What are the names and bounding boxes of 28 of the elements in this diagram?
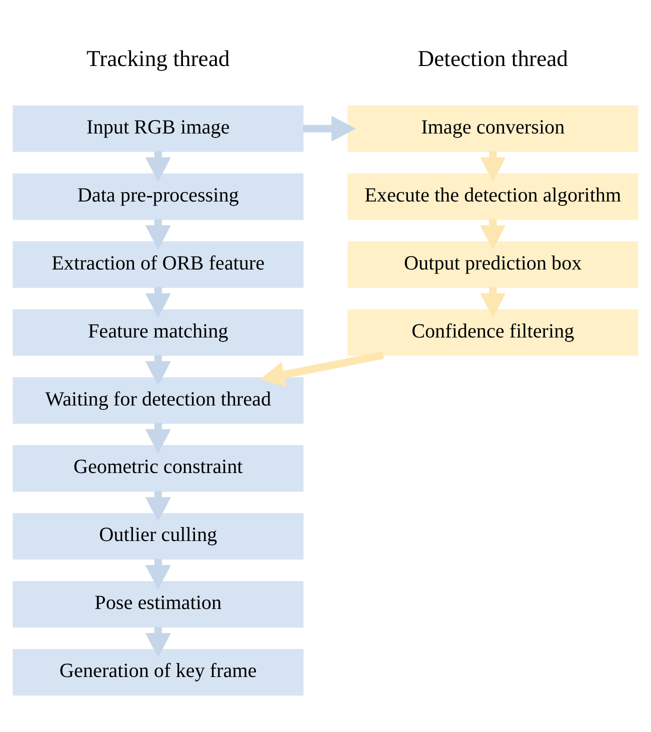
node-box: Pose estimation [12,580,304,628]
node-box: Geometric constraint [12,444,304,492]
arrow [145,422,171,454]
arrow [145,626,171,657]
node-box: Outlier culling [12,512,304,560]
node-box: Input RGB image [12,104,304,152]
node-box: Output prediction box [348,240,638,288]
arrow [480,286,506,318]
arrow [480,150,506,182]
arrow [302,115,356,141]
node-box: Extraction of ORB feature [12,240,304,288]
node-box: Execute the detection algorithm [348,172,638,220]
arrow [145,558,171,590]
arrow [145,354,171,386]
label: Detection thread [418,46,568,71]
label: Tracking thread [86,46,230,71]
arrow [260,351,384,387]
node-box: Confidence filtering [348,308,638,356]
node-box: Image conversion [348,104,638,152]
node-box: Generation of key frame [12,648,304,696]
arrow [145,150,171,182]
node-box: Data pre-processing [12,172,304,220]
node-box: Feature matching [12,308,304,356]
arrow [145,218,171,250]
node-box: Waiting for detection thread [12,376,304,424]
arrow [480,218,506,250]
arrow [145,490,171,522]
arrow [145,286,171,318]
